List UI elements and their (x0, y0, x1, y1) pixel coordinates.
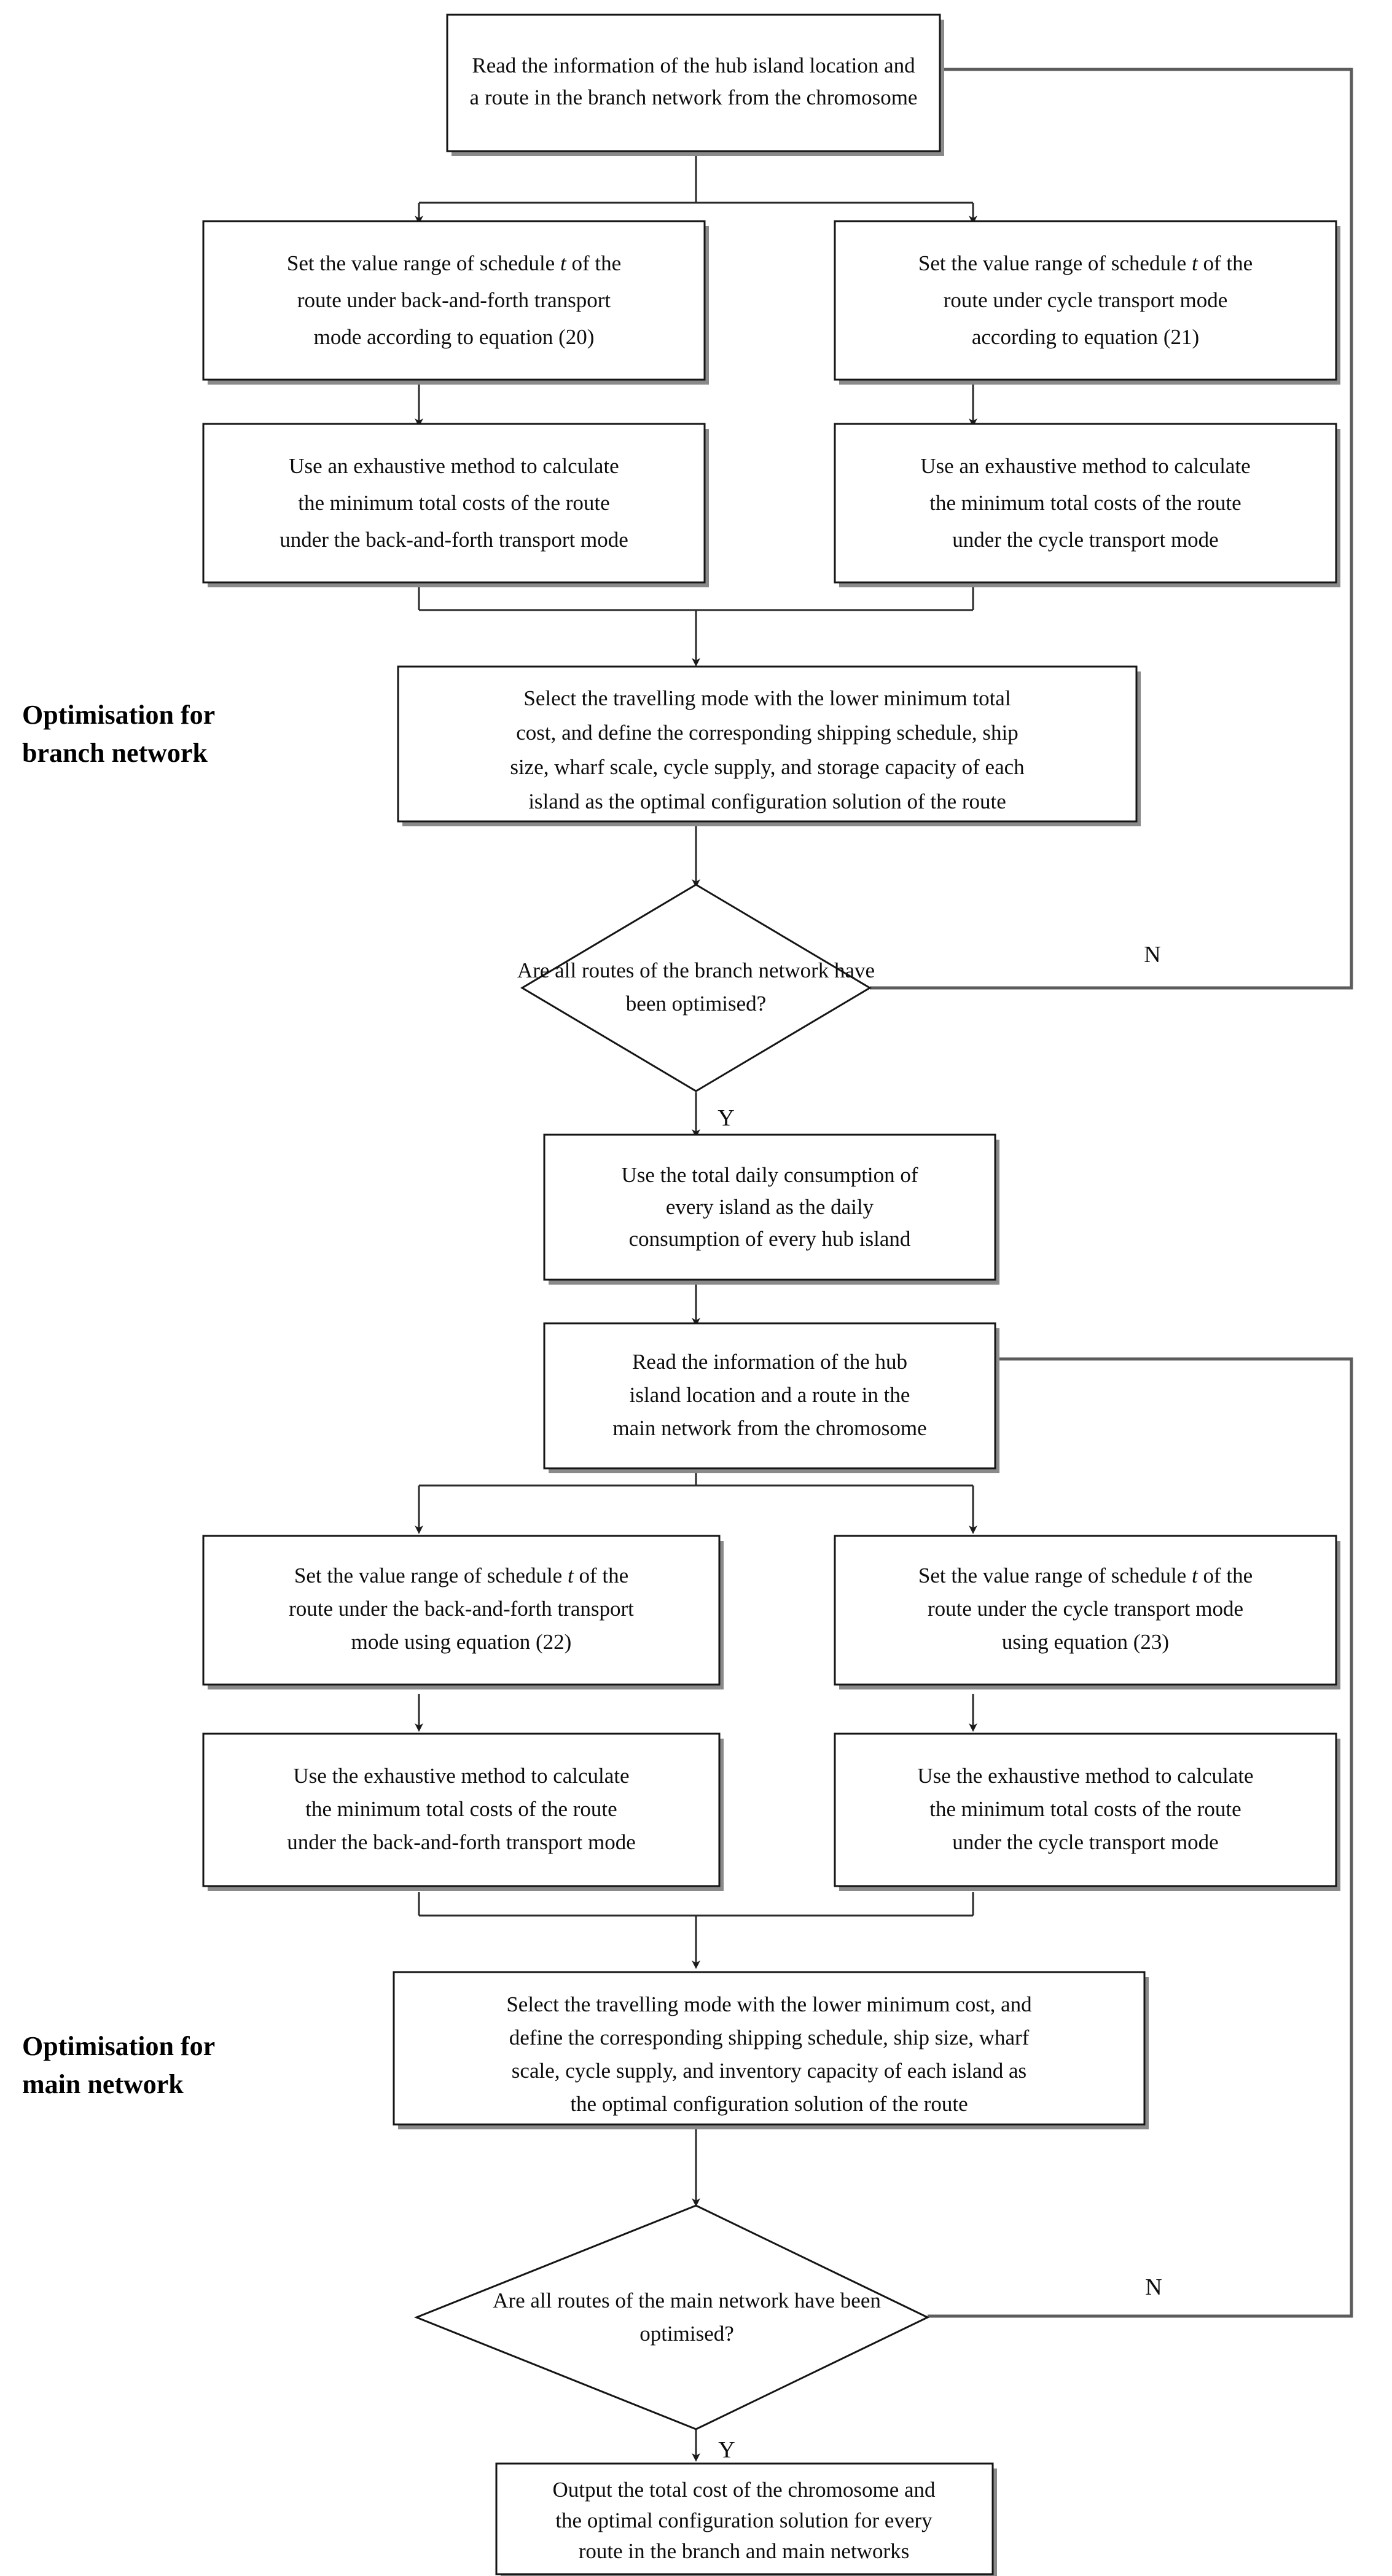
node-exhaustive-baf-main-line-0: Use the exhaustive method to calculate (293, 1764, 629, 1788)
node-exhaustive-cycle-main-line-2: under the cycle transport mode (952, 1830, 1218, 1854)
node-exhaustive-cycle-branch-line-1: the minimum total costs of the route (929, 491, 1241, 515)
node-decision-branch-line-0: Are all routes of the branch network hav… (517, 958, 875, 982)
node-select-mode-branch[interactable]: Select the travelling mode with the lowe… (397, 665, 1141, 826)
node-set-range-baf-main-box (202, 1535, 721, 1686)
node-set-range-baf-branch-line-2: mode according to equation (20) (314, 325, 595, 349)
node-set-range-cycle-main-line-2: using equation (23) (1002, 1630, 1169, 1654)
node-set-range-cycle-branch-box (834, 220, 1337, 381)
node-read-main-line-2: main network from the chromosome (612, 1416, 926, 1440)
section-label-branch-line1: Optimisation for (22, 700, 215, 730)
node-exhaustive-baf-main-line-2: under the back-and-forth transport mode (287, 1830, 636, 1854)
node-read-main-line-0: Read the information of the hub (632, 1350, 907, 1374)
node-set-range-cycle-main-line-1: route under the cycle transport mode (928, 1597, 1243, 1621)
section-label-branch-line2: branch network (22, 738, 208, 768)
node-decision-main-line-1: optimised? (639, 2322, 734, 2346)
node-daily-consumption[interactable]: Use the total daily consumption of every… (543, 1133, 999, 1285)
node-output-line-1: the optimal configuration solution for e… (555, 2508, 933, 2532)
section-label-main: Optimisation for main network (22, 2031, 215, 2099)
edge-label-main-no: N (1145, 2274, 1162, 2300)
node-exhaustive-baf-branch-line-1: the minimum total costs of the route (298, 491, 609, 515)
node-select-mode-branch-line-1: cost, and define the corresponding shipp… (516, 721, 1018, 745)
node-decision-main-line-0: Are all routes of the main network have … (493, 2288, 881, 2312)
node-set-range-baf-main-line-2: mode using equation (22) (351, 1630, 572, 1654)
edge-label-main-yes: Y (718, 2437, 735, 2463)
node-select-mode-branch-line-3: island as the optimal configuration solu… (528, 789, 1006, 813)
node-set-range-cycle-branch[interactable]: Set the value range of schedule t of the… (834, 220, 1340, 385)
node-select-mode-main-line-2: scale, cycle supply, and inventory capac… (512, 2059, 1026, 2083)
node-select-mode-main-line-3: the optimal configuration solution of th… (570, 2092, 968, 2116)
node-exhaustive-cycle-main-line-0: Use the exhaustive method to calculate (917, 1764, 1253, 1788)
section-label-branch: Optimisation for branch network (22, 700, 215, 768)
node-exhaustive-cycle-main[interactable]: Use the exhaustive method to calculate t… (834, 1732, 1340, 1891)
node-set-range-cycle-main-box (834, 1535, 1337, 1686)
node-exhaustive-cycle-branch-box (834, 423, 1337, 584)
node-exhaustive-cycle-branch[interactable]: Use an exhaustive method to calculate th… (834, 423, 1340, 587)
edge-no-loop-main (822, 1355, 1353, 2318)
edge-no-loop-branch (822, 65, 1353, 990)
node-read-branch-line-0: Read the information of the hub island l… (472, 53, 915, 77)
node-set-range-baf-main-line-0: Set the value range of schedule t of the (294, 1564, 628, 1587)
edge-label-branch-yes: Y (718, 1105, 734, 1131)
node-output-line-2: route in the branch and main networks (579, 2539, 909, 2563)
section-label-main-line1: Optimisation for (22, 2031, 215, 2061)
edge-label-branch-no: N (1144, 942, 1160, 968)
node-exhaustive-baf-branch-box (202, 423, 706, 584)
node-exhaustive-baf-main[interactable]: Use the exhaustive method to calculate t… (202, 1732, 724, 1891)
node-exhaustive-baf-branch[interactable]: Use an exhaustive method to calculate th… (202, 423, 709, 587)
node-output[interactable]: Output the total cost of the chromosome … (495, 2462, 997, 2576)
node-set-range-baf-branch-box (202, 220, 706, 381)
node-exhaustive-cycle-branch-line-2: under the cycle transport mode (952, 528, 1218, 552)
node-set-range-cycle-branch-line-0: Set the value range of schedule t of the (918, 251, 1253, 275)
node-exhaustive-baf-main-line-1: the minimum total costs of the route (305, 1797, 617, 1821)
node-set-range-baf-main[interactable]: Set the value range of schedule t of the… (202, 1535, 724, 1689)
node-exhaustive-baf-branch-line-0: Use an exhaustive method to calculate (289, 454, 619, 478)
node-select-mode-main-line-1: define the corresponding shipping schedu… (509, 2026, 1030, 2049)
node-set-range-baf-branch-line-1: route under back-and-forth transport (297, 288, 611, 312)
node-decision-branch-shape (520, 883, 872, 1092)
node-exhaustive-cycle-branch-line-0: Use an exhaustive method to calculate (920, 454, 1250, 478)
node-exhaustive-cycle-main-box (834, 1732, 1337, 1887)
node-daily-consumption-line-0: Use the total daily consumption of (621, 1163, 918, 1187)
node-select-mode-main-line-0: Select the travelling mode with the lowe… (506, 1992, 1032, 2016)
node-read-branch-box (446, 14, 941, 152)
node-output-box (495, 2462, 994, 2575)
node-daily-consumption-box (543, 1133, 996, 1281)
node-set-range-baf-branch-line-0: Set the value range of schedule t of the (287, 251, 621, 275)
node-output-line-0: Output the total cost of the chromosome … (552, 2478, 936, 2502)
node-read-main[interactable]: Read the information of the hub island l… (543, 1322, 999, 1473)
node-decision-branch[interactable]: Are all routes of the branch network hav… (517, 883, 875, 1092)
node-exhaustive-baf-branch-line-2: under the back-and-forth transport mode (280, 528, 628, 552)
node-set-range-baf-branch[interactable]: Set the value range of schedule t of the… (202, 220, 709, 385)
node-exhaustive-cycle-main-line-1: the minimum total costs of the route (929, 1797, 1241, 1821)
node-exhaustive-baf-main-box (202, 1732, 721, 1887)
connectors (415, 65, 1353, 2462)
node-decision-branch-line-1: been optimised? (626, 992, 766, 1016)
node-set-range-baf-main-line-1: route under the back-and-forth transport (289, 1597, 634, 1621)
node-set-range-cycle-main-line-0: Set the value range of schedule t of the (918, 1564, 1253, 1587)
node-select-mode-main-box (393, 1971, 1146, 2126)
node-daily-consumption-line-2: consumption of every hub island (629, 1227, 911, 1251)
node-set-range-cycle-branch-line-2: according to equation (21) (972, 325, 1199, 349)
node-read-main-line-1: island location and a route in the (630, 1383, 910, 1407)
node-set-range-cycle-branch-line-1: route under cycle transport mode (944, 288, 1228, 312)
node-decision-main-shape (413, 2204, 930, 2430)
node-select-mode-branch-line-0: Select the travelling mode with the lowe… (523, 686, 1011, 710)
node-select-mode-branch-line-2: size, wharf scale, cycle supply, and sto… (510, 755, 1025, 779)
node-read-main-box (543, 1322, 996, 1470)
node-daily-consumption-line-1: every island as the daily (666, 1195, 874, 1219)
node-select-mode-main[interactable]: Select the travelling mode with the lowe… (393, 1971, 1149, 2129)
section-label-main-line2: main network (22, 2069, 184, 2099)
node-decision-main[interactable]: Are all routes of the main network have … (413, 2204, 930, 2430)
node-read-branch-line-1: a route in the branch network from the c… (470, 85, 918, 109)
node-set-range-cycle-main[interactable]: Set the value range of schedule t of the… (834, 1535, 1340, 1689)
node-select-mode-branch-box (397, 665, 1138, 823)
node-read-branch[interactable]: Read the information of the hub island l… (446, 14, 944, 156)
